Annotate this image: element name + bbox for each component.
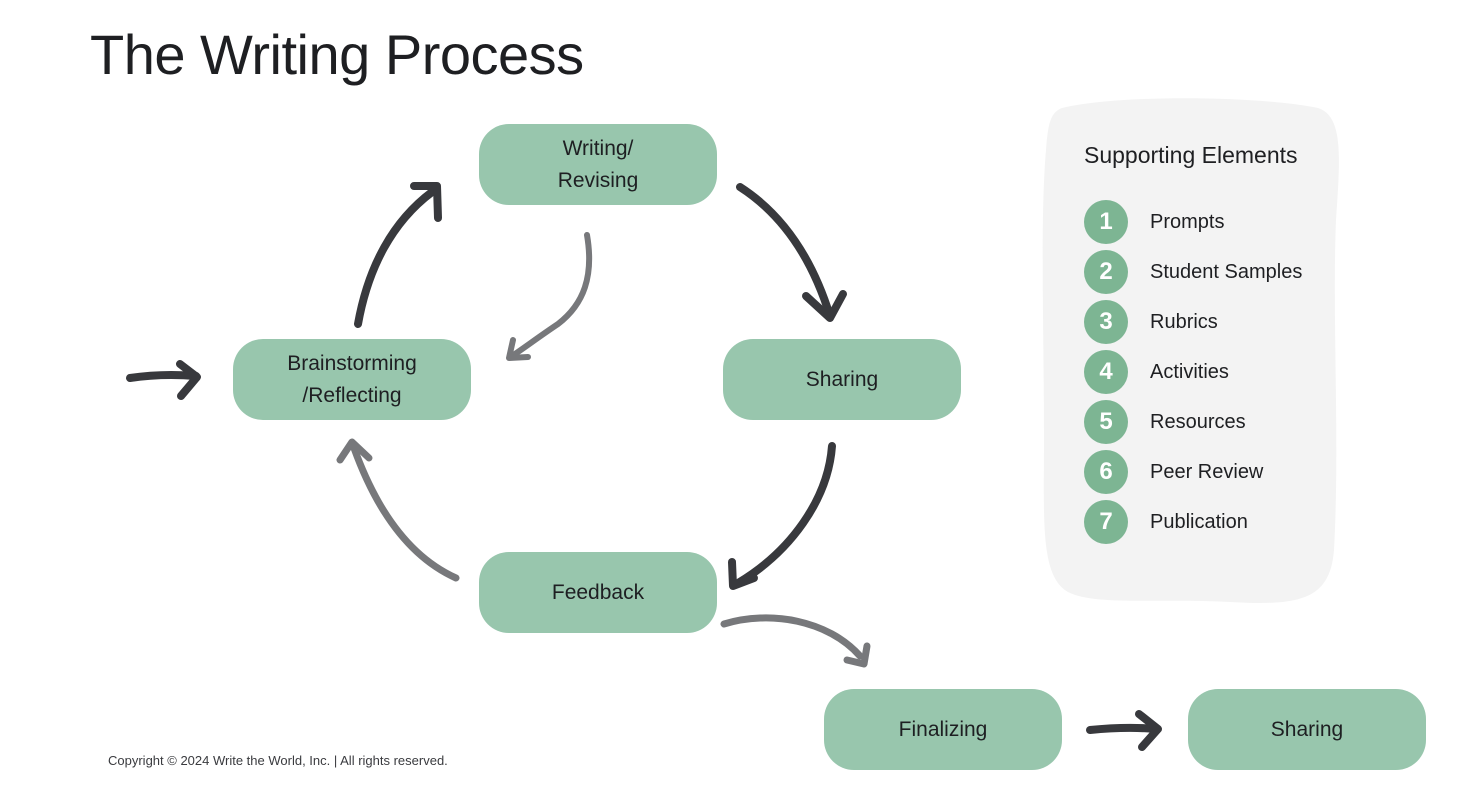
arrow-brainstorm-to-writing [354, 188, 436, 328]
supporting-item: 6 Peer Review [1084, 447, 1302, 497]
number-badge: 5 [1084, 400, 1128, 444]
supporting-item: 5 Resources [1084, 397, 1302, 447]
node-brainstorming-reflecting: Brainstorming /Reflecting [233, 339, 471, 420]
supporting-item: 2 Student Samples [1084, 247, 1302, 297]
arrow-feedback-to-finalizing [720, 614, 864, 660]
supporting-item-label: Rubrics [1150, 310, 1218, 333]
arrow-writing-to-brainstorm-head [506, 337, 531, 361]
arrow-brainstorm-to-writing-head [410, 182, 442, 222]
node-writing-revising: Writing/ Revising [479, 124, 717, 205]
node-sharing: Sharing [723, 339, 961, 420]
page-title: The Writing Process [90, 23, 584, 86]
node-sharing-final-label: Sharing [1270, 717, 1344, 741]
node-finalizing-label: Finalizing [898, 717, 988, 741]
arrow-finalizing-to-sharing-head [1135, 710, 1162, 751]
node-feedback-label: Feedback [551, 580, 645, 604]
number-badge: 7 [1084, 500, 1128, 544]
supporting-item-label: Publication [1150, 510, 1248, 533]
entry-arrow-head [176, 360, 201, 400]
supporting-elements-list: 1 Prompts 2 Student Samples 3 Rubrics 4 … [1084, 197, 1302, 547]
supporting-item: 3 Rubrics [1084, 297, 1302, 347]
arrow-finalizing-to-sharing [1086, 723, 1160, 734]
supporting-item: 1 Prompts [1084, 197, 1302, 247]
supporting-item-label: Student Samples [1150, 260, 1303, 283]
supporting-item: 7 Publication [1084, 497, 1302, 547]
node-writing-revising-label: Writing/ Revising [557, 136, 639, 192]
supporting-item: 4 Activities [1084, 347, 1302, 397]
supporting-item-label: Resources [1150, 410, 1246, 433]
arrow-writing-to-sharing [736, 183, 834, 320]
supporting-elements-title: Supporting Elements [1084, 142, 1298, 168]
supporting-item-label: Peer Review [1150, 460, 1264, 483]
copyright-notice: Copyright © 2024 Write the World, Inc. |… [108, 753, 448, 768]
node-sharing-label: Sharing [805, 367, 879, 391]
supporting-item-label: Prompts [1150, 210, 1225, 233]
supporting-item-label: Activities [1150, 360, 1229, 383]
arrow-writing-to-sharing-head [802, 290, 847, 322]
node-feedback: Feedback [479, 552, 717, 633]
entry-arrow [126, 370, 200, 382]
number-badge: 4 [1084, 350, 1128, 394]
number-badge: 6 [1084, 450, 1128, 494]
arrow-writing-to-brainstorm [509, 232, 593, 359]
number-badge: 2 [1084, 250, 1128, 294]
node-finalizing: Finalizing [824, 689, 1062, 770]
arrow-feedback-to-brainstorm-head [336, 438, 373, 464]
node-brainstorming-reflecting-label: Brainstorming /Reflecting [287, 351, 417, 407]
arrow-feedback-to-finalizing-head [843, 642, 871, 668]
number-badge: 3 [1084, 300, 1128, 344]
number-badge: 1 [1084, 200, 1128, 244]
arrow-feedback-to-brainstorm [350, 444, 460, 582]
arrow-sharing-to-feedback-head [728, 558, 758, 590]
arrow-sharing-to-feedback [734, 442, 836, 587]
node-sharing-final: Sharing [1188, 689, 1426, 770]
